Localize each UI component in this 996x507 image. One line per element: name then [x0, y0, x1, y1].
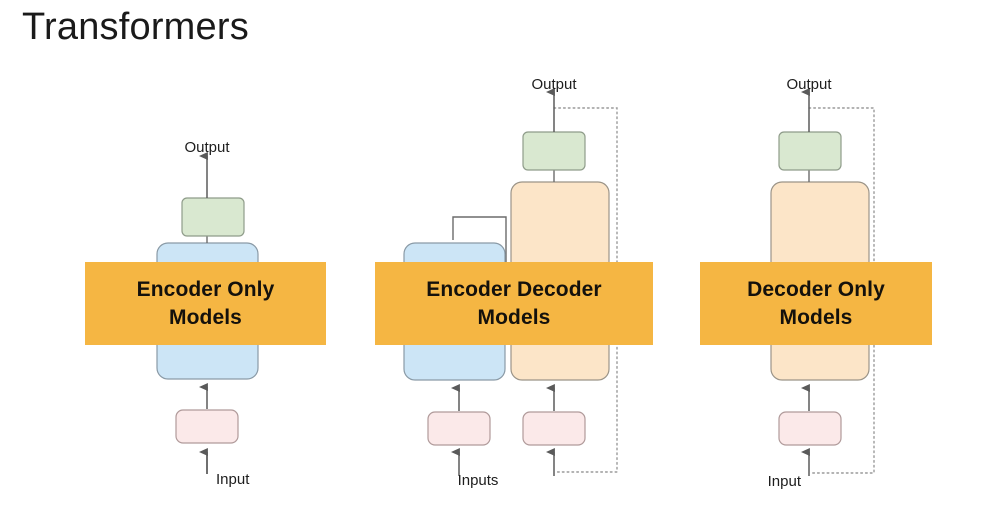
banner-decoder-only: Decoder Only Models [700, 262, 932, 345]
banner-line-1: Encoder Decoder [426, 277, 602, 301]
input-label: Input [768, 473, 802, 490]
cross-attention-connector [452, 216, 507, 300]
input-embedding-block [175, 409, 239, 444]
banner-encoder-only: Encoder Only Models [85, 262, 326, 345]
page-title: Transformers [22, 6, 249, 48]
output-label: Output [184, 139, 230, 156]
output-label: Output [531, 76, 577, 93]
output-head-block [181, 197, 245, 237]
decoder-input-embedding-block [522, 411, 586, 446]
banner-line-2: Models [779, 305, 853, 329]
output-head-block [778, 131, 842, 171]
input-embedding-block [778, 411, 842, 446]
banner-line-1: Encoder Only [136, 277, 275, 301]
banner-line-1: Decoder Only [747, 277, 885, 301]
banner-encoder-decoder: Encoder Decoder Models [375, 262, 653, 345]
banner-line-2: Models [169, 305, 242, 329]
input-label: Input [216, 471, 250, 488]
input-label: Inputs [458, 472, 499, 489]
output-label: Output [786, 76, 832, 93]
encoder-input-embedding-block [427, 411, 491, 446]
feedback-loop-dotted [808, 107, 875, 474]
output-head-block [522, 131, 586, 171]
banner-line-2: Models [477, 305, 551, 329]
